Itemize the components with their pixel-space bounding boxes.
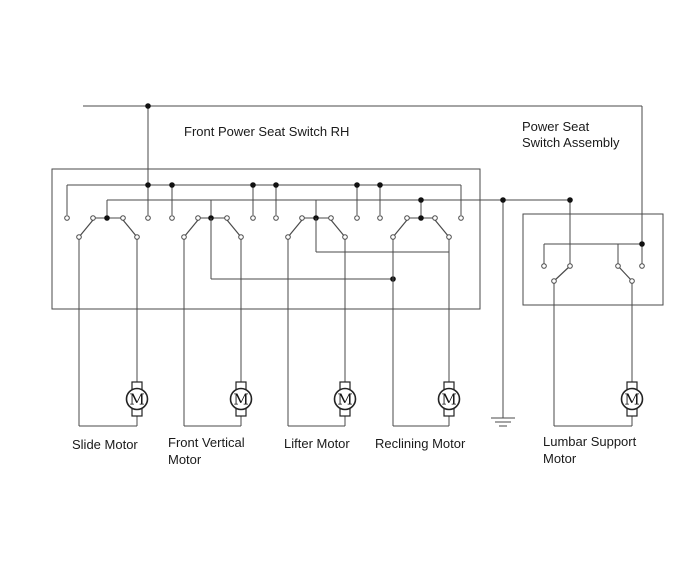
lumbar-support-motor-label-line1: Lumbar Support [543, 434, 637, 449]
lifter-motor-symbol: M [337, 391, 352, 409]
ground-icon [491, 417, 515, 427]
upper-bus-junction-dots [145, 182, 383, 188]
power-seat-switch-assembly-box [522, 213, 664, 306]
slide-motor-label: Slide Motor [72, 437, 138, 452]
reclining-motor-icon: M [437, 381, 461, 417]
lifter-motor-icon: M [333, 381, 357, 417]
power-feed-junction-dot [145, 103, 151, 109]
ground-bus-junction-dots [418, 197, 573, 203]
ground-bus-wires [106, 199, 571, 418]
front-vertical-motor-symbol: M [233, 391, 248, 409]
front-power-seat-switch-rh-label: Front Power Seat Switch RH [184, 124, 349, 139]
front-vertical-motor-label-line1: Front Vertical [168, 435, 245, 450]
front-vertical-motor-icon: M [229, 381, 253, 417]
slide-motor-icon: M [125, 381, 149, 417]
reclining-switch-icon [377, 215, 464, 240]
power-feed-wires [83, 105, 643, 244]
front-vertical-motor-label-line2: Motor [168, 452, 202, 467]
slide-switch-icon [64, 215, 151, 240]
lumbar-support-motor-label-line2: Motor [543, 451, 577, 466]
slide-motor-symbol: M [129, 391, 144, 409]
power-seat-switch-assembly-label-line2: Switch Assembly [522, 135, 620, 150]
front-vertical-switch-icon [169, 215, 256, 240]
power-seat-switch-assembly-label-line1: Power Seat [522, 119, 590, 134]
lumbar-support-motor-symbol: M [624, 391, 639, 409]
reclining-motor-label: Reclining Motor [375, 436, 466, 451]
lumbar-switch-icon [541, 241, 645, 284]
lumbar-support-motor-icon: M [620, 381, 644, 417]
lifter-switch-icon [273, 215, 360, 240]
lifter-motor-label: Lifter Motor [284, 436, 350, 451]
front-power-seat-switch-rh-box [51, 168, 481, 310]
reclining-motor-symbol: M [441, 391, 456, 409]
crossover-wires [210, 218, 450, 280]
motor-lead-wires [78, 239, 633, 427]
